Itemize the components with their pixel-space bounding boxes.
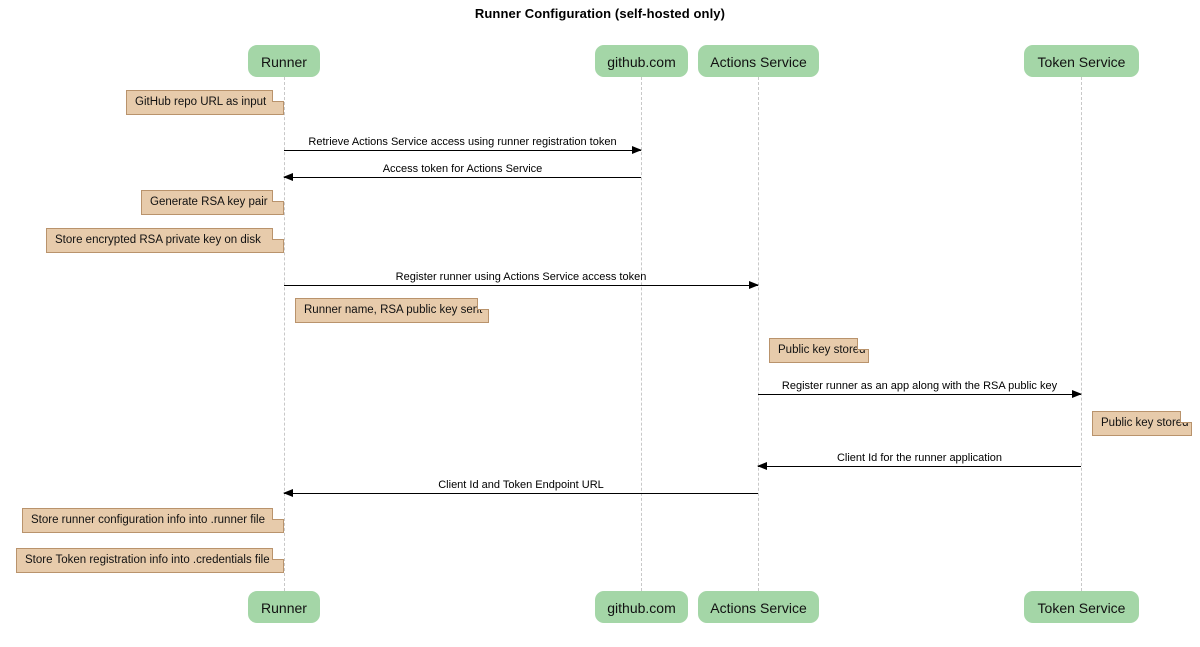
message-label-m3: Register runner using Actions Service ac… <box>395 271 647 283</box>
note-text: Runner name, RSA public key sent <box>304 304 483 316</box>
participant-actions-bottom[interactable]: Actions Service <box>698 591 819 623</box>
note-fold-corner-icon <box>272 190 284 202</box>
note-n5: Public key stored <box>769 338 869 363</box>
lifeline-github <box>641 77 642 591</box>
note-text: GitHub repo URL as input <box>135 96 267 108</box>
message-m2: Access token for Actions Service <box>283 163 641 181</box>
arrowhead-right-icon <box>1072 390 1082 398</box>
note-text: Store runner configuration info into .ru… <box>31 514 265 526</box>
note-text: Store encrypted RSA private key on disk <box>55 234 261 246</box>
message-label-m4: Register runner as an app along with the… <box>781 380 1058 392</box>
note-fold-corner-icon <box>272 90 284 102</box>
note-fold-corner-icon <box>1180 411 1192 423</box>
message-m4: Register runner as an app along with the… <box>758 380 1082 398</box>
participant-github-bottom[interactable]: github.com <box>595 591 688 623</box>
message-label-m2: Access token for Actions Service <box>382 163 543 175</box>
lifeline-token <box>1081 77 1082 591</box>
note-text: Generate RSA key pair <box>150 196 268 208</box>
note-text: Store Token registration info into .cred… <box>25 554 270 566</box>
message-m3: Register runner using Actions Service ac… <box>284 271 759 289</box>
note-fold-corner-icon <box>272 508 284 520</box>
note-n7: Store runner configuration info into .ru… <box>22 508 284 533</box>
participant-token-top[interactable]: Token Service <box>1024 45 1139 77</box>
participant-github-top[interactable]: github.com <box>595 45 688 77</box>
message-label-m5: Client Id for the runner application <box>836 452 1003 464</box>
note-fold-corner-icon <box>477 298 489 310</box>
arrowhead-right-icon <box>632 146 642 154</box>
lifeline-actions <box>758 77 759 591</box>
arrowhead-left-icon <box>757 462 767 470</box>
note-n8: Store Token registration info into .cred… <box>16 548 284 573</box>
participant-runner-top[interactable]: Runner <box>248 45 320 77</box>
note-n3: Store encrypted RSA private key on disk <box>46 228 284 253</box>
participant-token-bottom[interactable]: Token Service <box>1024 591 1139 623</box>
note-n2: Generate RSA key pair <box>141 190 284 215</box>
note-n6: Public key stored <box>1092 411 1192 436</box>
participant-actions-top[interactable]: Actions Service <box>698 45 819 77</box>
note-text: Public key stored <box>1101 417 1189 429</box>
lifeline-runner <box>284 77 285 591</box>
arrowhead-right-icon <box>749 281 759 289</box>
note-text: Public key stored <box>778 344 866 356</box>
note-fold-corner-icon <box>857 338 869 350</box>
participant-runner-bottom[interactable]: Runner <box>248 591 320 623</box>
note-n1: GitHub repo URL as input <box>126 90 284 115</box>
message-label-m1: Retrieve Actions Service access using ru… <box>308 136 617 148</box>
arrowhead-left-icon <box>283 173 293 181</box>
diagram-title: Runner Configuration (self-hosted only) <box>474 6 726 21</box>
note-fold-corner-icon <box>272 228 284 240</box>
note-fold-corner-icon <box>272 548 284 560</box>
message-label-m6: Client Id and Token Endpoint URL <box>438 479 604 491</box>
message-m6: Client Id and Token Endpoint URL <box>283 479 758 497</box>
note-n4: Runner name, RSA public key sent <box>295 298 489 323</box>
message-m5: Client Id for the runner application <box>757 452 1081 470</box>
arrowhead-left-icon <box>283 489 293 497</box>
message-m1: Retrieve Actions Service access using ru… <box>284 136 642 154</box>
